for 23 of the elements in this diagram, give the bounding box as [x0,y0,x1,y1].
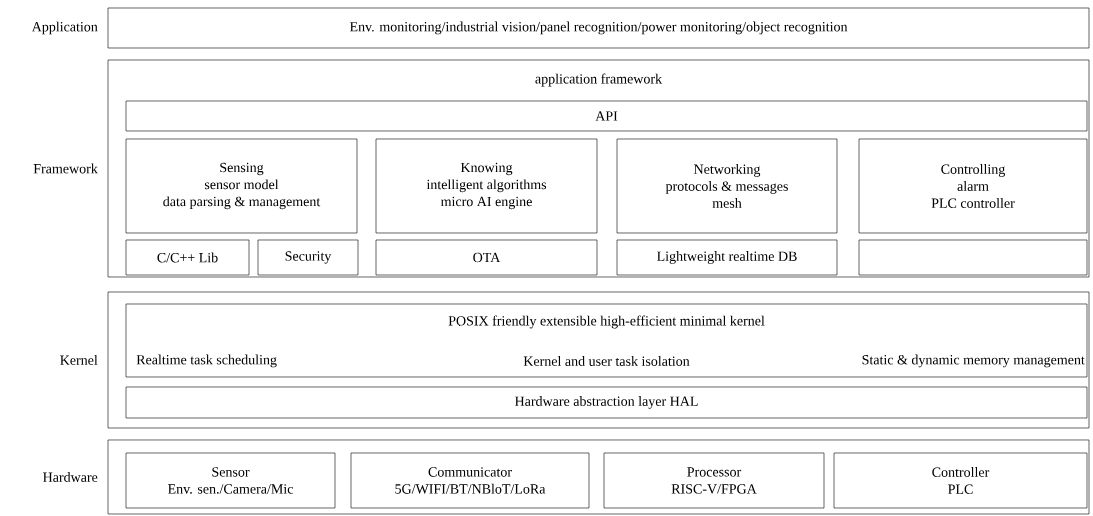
hardware-box: Sensor Env. sen./Camera/Mic [125,452,336,509]
hardware-box: Controller PLC [833,452,1088,509]
component-box: C/C++ Lib [125,239,250,276]
api-box: API [125,100,1088,132]
hardware-box: Processor RISC-V/FPGA [603,452,825,509]
layer-label: Application [31,21,98,35]
component-box [858,239,1088,276]
module-box: Networking protocols & messages mesh [616,138,838,234]
layer-label: Framework [33,163,98,174]
module-box: Knowing intelligent algorithms micro AI engine [375,138,598,234]
layer-label: Hardware [43,472,98,482]
module-box: Sensing sensor model data parsing & management [125,138,358,234]
layer-label: Kernel [60,355,98,365]
component-box: Security [257,239,359,276]
hardware-box: Communicator 5G/WIFI/BT/NBloT/LoRa [350,452,590,509]
component-box: Lightweight realtime DB [616,239,838,276]
component-box: OTA [375,239,598,276]
kernel-box: POSIX friendly extensible high-efficient minimal kernel Realtime task scheduling Kernel and user task isolation Static & dynamic memory management [125,303,1088,378]
layer-box [107,439,1090,515]
module-box: Controlling alarm PLC controller [858,138,1088,234]
layer-box [107,291,1090,429]
layer-box: Env. monitoring/industrial vision/panel recognition/power monitoring/object recognition [107,7,1090,49]
hal-box: Hardware abstraction layer HAL [125,386,1088,419]
